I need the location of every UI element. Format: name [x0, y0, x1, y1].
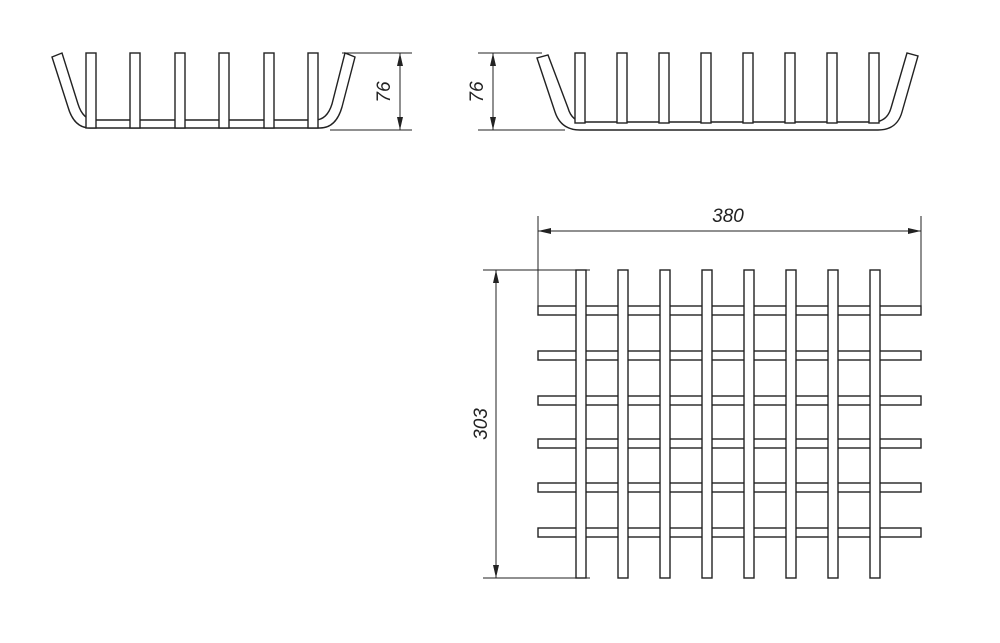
top-view-long-bar [827, 269, 839, 579]
top-view-width-label: 380 [712, 206, 744, 227]
side-view-height-label: 76 [467, 81, 488, 103]
end-view: 76 [51, 52, 412, 131]
end-view-dimension: 76 [330, 52, 412, 131]
end-view-bar [218, 52, 230, 129]
top-view-cross-bar [537, 350, 922, 361]
side-view-bar [700, 52, 712, 124]
side-view-frame [536, 52, 919, 131]
side-view-bar [658, 52, 670, 124]
top-view: 380 303 [471, 206, 922, 579]
top-view-long-bar [869, 269, 881, 579]
side-view-bar [784, 52, 796, 124]
top-view-depth-dimension: 303 [471, 269, 590, 579]
top-view-long-bar [659, 269, 671, 579]
end-view-bar [129, 52, 141, 129]
end-view-bars [85, 52, 319, 129]
side-view: 76 [467, 52, 919, 131]
side-view-bar [742, 52, 754, 124]
end-view-bar [85, 52, 97, 129]
side-view-bar [868, 52, 880, 124]
top-view-cross-bar [537, 305, 922, 316]
top-view-long-bar [575, 269, 587, 579]
top-view-long-bar [785, 269, 797, 579]
top-view-long-bars [575, 269, 881, 579]
top-view-depth-label: 303 [471, 408, 492, 440]
end-view-bar [263, 52, 275, 129]
top-view-long-bar [743, 269, 755, 579]
top-view-long-bar [617, 269, 629, 579]
top-view-cross-bars [537, 305, 922, 538]
top-view-cross-bar [537, 438, 922, 449]
top-view-cross-bar [537, 482, 922, 493]
side-view-bars [574, 52, 880, 124]
side-view-dimension: 76 [467, 52, 565, 131]
top-view-long-bar [701, 269, 713, 579]
top-view-cross-bar [537, 395, 922, 406]
top-view-cross-bar [537, 527, 922, 538]
side-view-bar [574, 52, 586, 124]
top-view-width-dimension: 380 [537, 206, 922, 310]
side-view-bar [826, 52, 838, 124]
side-view-bar [616, 52, 628, 124]
end-view-height-label: 76 [374, 81, 395, 103]
end-view-bar [307, 52, 319, 129]
end-view-bar [174, 52, 186, 129]
